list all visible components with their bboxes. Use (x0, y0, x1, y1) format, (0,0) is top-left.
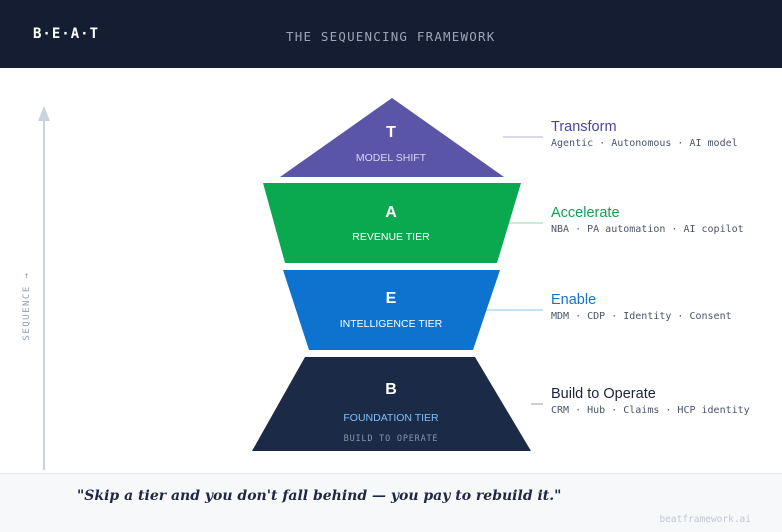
tier-t-label: Transform Agentic · Autonomous · AI mode… (551, 119, 738, 149)
tier-e-label: Enable MDM · CDP · Identity · Consent (551, 292, 732, 322)
tier-a-title: Accelerate (551, 205, 620, 221)
tier-t-items: Agentic · Autonomous · AI model (551, 138, 738, 149)
tier-b-items: CRM · Hub · Claims · HCP identity (551, 405, 750, 416)
tier-b-letter: B (385, 381, 397, 398)
footer-quote: "Skip a tier and you don't fall behind —… (77, 488, 562, 504)
tier-e-shape (283, 270, 500, 350)
tier-t-letter: T (386, 124, 396, 141)
tier-a-label: Accelerate NBA · PA automation · AI copi… (551, 205, 744, 235)
tier-b-shape (252, 357, 531, 451)
tier-e-title: Enable (551, 292, 597, 308)
tier-e-items: MDM · CDP · Identity · Consent (551, 311, 732, 322)
sequence-axis-label: SEQUENCE → (22, 271, 32, 341)
tier-a-letter: A (385, 204, 397, 221)
tier-e-name: INTELLIGENCE TIER (340, 318, 443, 330)
tier-a-name: REVENUE TIER (352, 231, 430, 243)
tier-t-shape (280, 98, 504, 177)
tier-a-items: NBA · PA automation · AI copilot (551, 224, 744, 235)
footer: "Skip a tier and you don't fall behind —… (0, 473, 782, 532)
tier-t-title: Transform (551, 119, 617, 135)
header-bar: B·E·A·T THE SEQUENCING FRAMEWORK (0, 0, 782, 68)
logo: B·E·A·T (33, 26, 100, 42)
tier-b-title: Build to Operate (551, 386, 656, 402)
footer-site-link[interactable]: beatframework.ai (659, 514, 751, 525)
tier-t-name: MODEL SHIFT (356, 152, 427, 164)
tier-b-name: FOUNDATION TIER (343, 412, 439, 424)
tier-b-label: Build to Operate CRM · Hub · Claims · HC… (551, 386, 750, 416)
tier-b-subtitle: BUILD TO OPERATE (344, 434, 439, 444)
page-title: THE SEQUENCING FRAMEWORK (286, 29, 496, 44)
tier-a-shape (263, 183, 521, 263)
tier-e-letter: E (386, 290, 397, 307)
sequence-axis-arrowhead (38, 106, 50, 121)
